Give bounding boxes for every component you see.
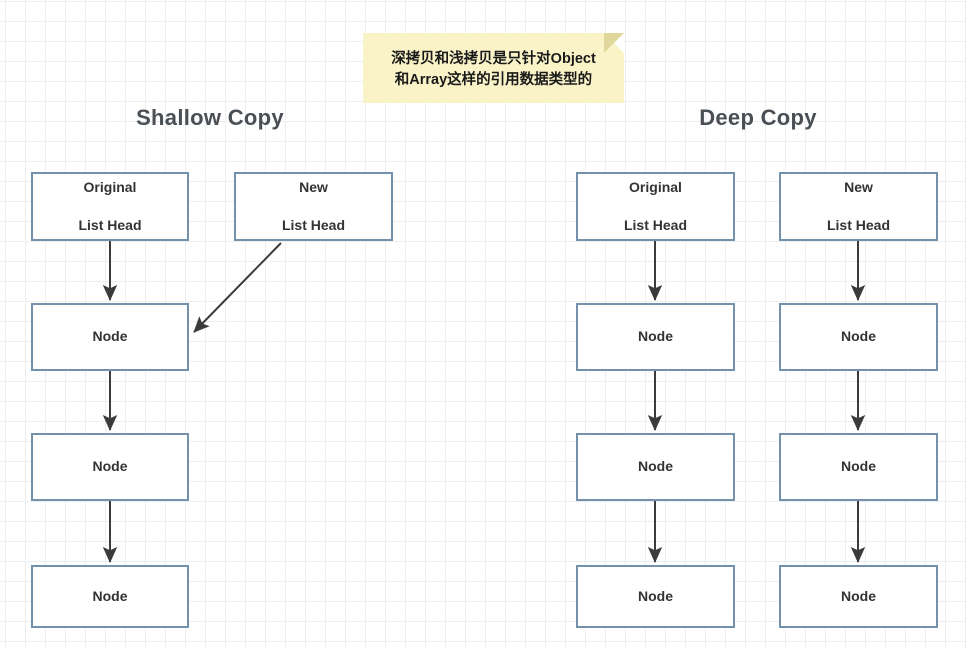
note-line-2: 和Array这样的引用数据类型的 <box>394 72 593 88</box>
box-label-line2: List Head <box>826 216 890 233</box>
box-label-line1: Node <box>92 587 128 604</box>
shallow-original-node-1[interactable]: Node <box>31 303 189 371</box>
box-label-line1: Original <box>83 179 137 196</box>
sticky-note: 深拷贝和浅拷贝是只针对Object 和Array这样的引用数据类型的 <box>363 33 624 103</box>
shallow-original-list-head[interactable]: Original List Head <box>31 172 189 241</box>
box-label-line1: Node <box>638 458 673 475</box>
deep-original-node-3[interactable]: Node <box>576 565 735 628</box>
box-label-line2: List Head <box>78 216 142 233</box>
box-label-line1: New <box>844 179 873 196</box>
title-deep-copy: Deep Copy <box>699 105 817 130</box>
box-label-line1: Node <box>841 328 876 345</box>
box-label-line1: Node <box>638 587 673 604</box>
shallow-original-node-3[interactable]: Node <box>31 565 189 628</box>
deep-original-node-2[interactable]: Node <box>576 433 735 501</box>
deep-original-node-1[interactable]: Node <box>576 303 735 371</box>
box-label-line2: List Head <box>623 216 687 233</box>
box-label-line1: New <box>299 179 328 196</box>
deep-new-node-3[interactable]: Node <box>779 565 938 628</box>
shallow-original-node-2[interactable]: Node <box>31 433 189 501</box>
arrow-shallow-new-diagonal <box>193 242 282 333</box>
deep-new-node-2[interactable]: Node <box>779 433 938 501</box>
deep-original-list-head[interactable]: Original List Head <box>576 172 735 241</box>
box-label-line1: Node <box>92 458 128 475</box>
box-label-line1: Original <box>629 179 682 196</box>
title-shallow-copy: Shallow Copy <box>136 105 284 130</box>
box-label-line1: Node <box>841 587 876 604</box>
deep-new-list-head[interactable]: New List Head <box>779 172 938 241</box>
box-label-line1: Node <box>638 328 673 345</box>
note-fold-shadow-icon <box>604 33 624 53</box>
deep-new-node-1[interactable]: Node <box>779 303 938 371</box>
note-line-1: 深拷贝和浅拷贝是只针对Object <box>391 50 596 67</box>
box-label-line2: List Head <box>281 216 345 233</box>
box-label-line1: Node <box>92 328 128 345</box>
box-label-line1: Node <box>841 458 876 475</box>
shallow-new-list-head[interactable]: New List Head <box>234 172 393 241</box>
